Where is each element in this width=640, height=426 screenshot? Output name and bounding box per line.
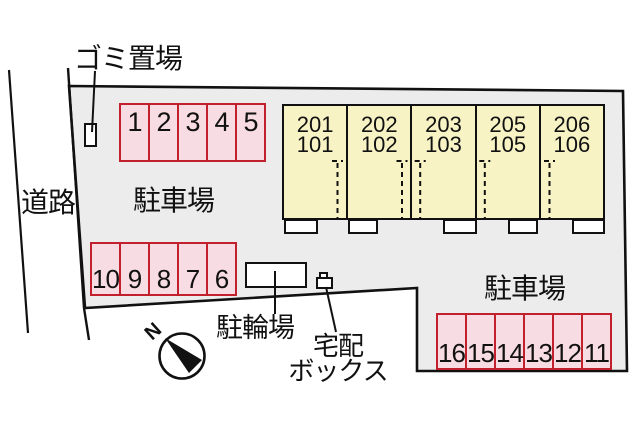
unit-label: 205 105 (489, 112, 527, 157)
unit-lower-number: 103 (425, 132, 462, 157)
stall-number: 4 (214, 107, 229, 137)
unit-label: 202 102 (360, 112, 398, 157)
road-label: 道路 (21, 187, 76, 218)
unit-upper-number: 202 (360, 112, 398, 137)
building-unit-201-101: 201 101 (284, 106, 349, 218)
parking-block-1-5: 1 2 3 4 5 (119, 103, 266, 162)
building-unit-206-106: 206 106 (541, 106, 603, 218)
stall-number: 1 (127, 107, 142, 137)
delivery-box-label-line1: 宅配 (312, 331, 364, 361)
stall-number: 5 (243, 107, 258, 137)
parking-stall-14: 14 (496, 315, 525, 368)
bicycle-parking-label: 駐輪場 (216, 313, 295, 343)
parking-stall-15: 15 (467, 315, 496, 368)
delivery-box-label-line2: ボックス (288, 356, 388, 386)
building-unit-205-105: 205 105 (477, 106, 541, 218)
bicycle-parking-box (245, 262, 307, 288)
left-boundary-line (66, 67, 91, 341)
unit-label: 206 106 (553, 112, 591, 157)
entrance-porch (572, 219, 605, 234)
entrance-porch (508, 219, 538, 234)
unit-upper-number: 203 (425, 112, 462, 137)
stall-number: 9 (127, 264, 143, 294)
parking-stall-9: 9 (121, 244, 150, 294)
parking-block-10-6: 10 9 8 7 6 (90, 242, 237, 296)
parking-label-right: 駐車場 (484, 273, 566, 304)
stall-number: 16 (438, 338, 466, 368)
north-label: N (141, 319, 166, 345)
north-compass: N (141, 319, 206, 380)
unit-upper-number: 205 (489, 112, 527, 137)
unit-lower-number: 102 (360, 132, 398, 157)
delivery-box-label: 宅配 ボックス (268, 331, 408, 386)
stall-number: 8 (156, 264, 172, 294)
stall-number: 7 (185, 264, 201, 294)
garbage-area-label: ゴミ置場 (74, 43, 183, 74)
parking-stall-11: 11 (583, 315, 610, 368)
parking-stall-8: 8 (150, 244, 179, 294)
stall-number: 12 (554, 338, 582, 368)
parking-stall-10: 10 (92, 244, 121, 294)
unit-lower-number: 106 (553, 132, 591, 157)
unit-upper-number: 206 (553, 112, 591, 137)
delivery-box-body (316, 277, 333, 289)
building-block: 201 101 202 102 203 103 205 105 206 (282, 104, 605, 220)
unit-lower-number: 105 (489, 132, 527, 157)
building-unit-203-103: 203 103 (412, 106, 477, 218)
parking-block-16-11: 16 15 14 13 12 11 (436, 313, 612, 370)
road-line (7, 69, 30, 334)
entrance-porch (443, 219, 477, 234)
stall-number: 10 (92, 264, 120, 294)
stall-number: 14 (496, 338, 524, 368)
parking-stall-2: 2 (150, 105, 179, 160)
parking-stall-4: 4 (208, 105, 237, 160)
stall-number: 15 (467, 338, 495, 368)
unit-upper-number: 201 (296, 112, 334, 137)
unit-label: 201 101 (296, 112, 334, 157)
stall-number: 6 (214, 264, 230, 294)
parking-stall-1: 1 (121, 105, 150, 160)
entrance-porch (284, 219, 318, 234)
parking-stall-12: 12 (554, 315, 583, 368)
parking-stall-6: 6 (208, 244, 235, 294)
parking-stall-7: 7 (179, 244, 208, 294)
unit-lower-number: 101 (296, 132, 334, 157)
compass-needle (165, 338, 202, 373)
stall-number: 3 (185, 107, 200, 137)
building-unit-202-102: 202 102 (348, 106, 413, 218)
parking-stall-5: 5 (237, 105, 264, 160)
garbage-box (84, 123, 97, 147)
stall-number: 2 (156, 107, 171, 137)
unit-label: 203 103 (425, 112, 462, 157)
parking-stall-3: 3 (179, 105, 208, 160)
stall-number: 11 (584, 338, 610, 368)
parking-stall-16: 16 (438, 315, 467, 368)
parking-label-left: 駐車場 (133, 185, 215, 216)
entrance-porch (348, 219, 378, 234)
stall-number: 13 (525, 338, 553, 368)
parking-stall-13: 13 (525, 315, 554, 368)
